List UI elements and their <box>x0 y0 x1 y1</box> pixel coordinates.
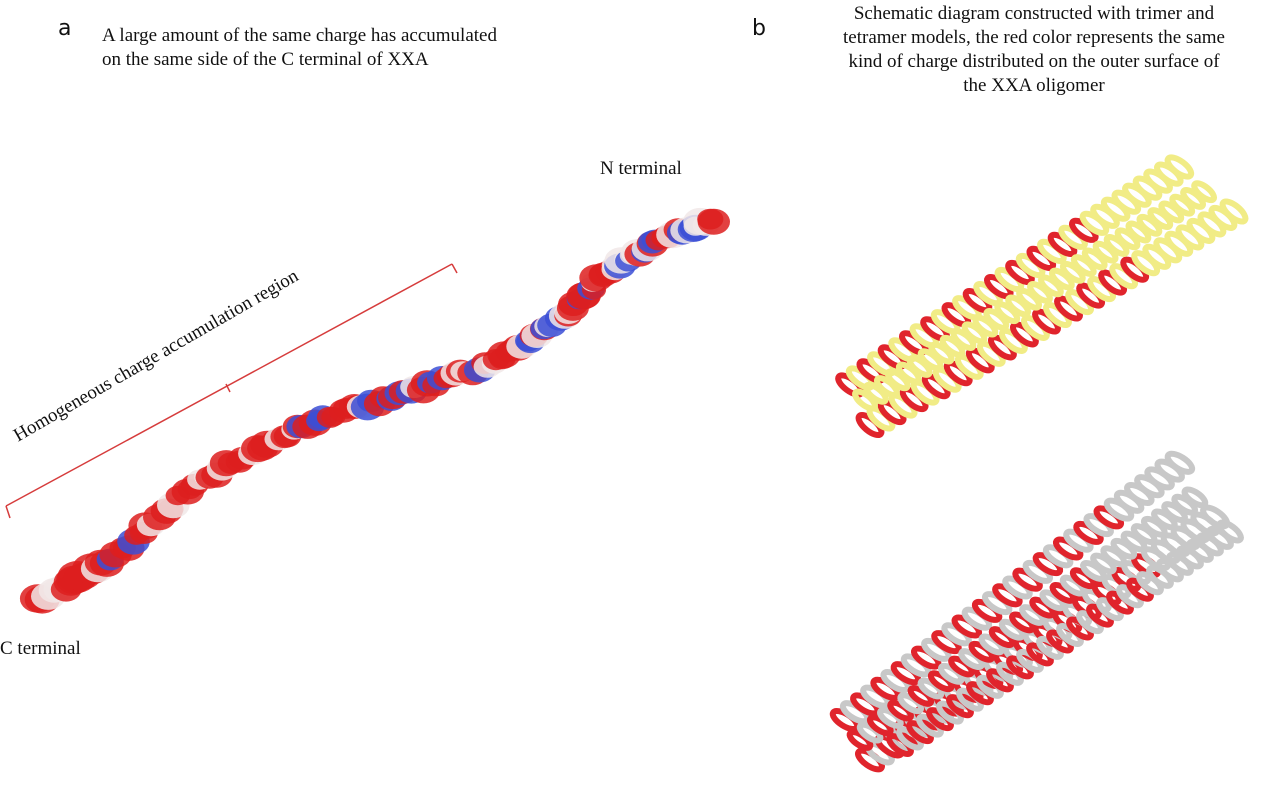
panel-a-caption-line2: on the same side of the C terminal of XX… <box>102 49 429 70</box>
tetramer-helix-turn <box>1181 486 1209 509</box>
panel-b-caption-line3: kind of charge distributed on the outer … <box>848 51 1220 72</box>
surface-patch <box>697 208 730 235</box>
panel-b-caption-line1: Schematic diagram constructed with trime… <box>853 3 1215 24</box>
tetramer-helix-turn <box>1216 519 1244 544</box>
panel-a-caption-line1: A large amount of the same charge has ac… <box>102 25 497 46</box>
panel-a-caption: A large amount of the same charge has ac… <box>102 24 622 72</box>
panel-b-letter: b <box>752 16 766 41</box>
trimer-helix-turn <box>1164 154 1195 180</box>
tetramer-helix-turn <box>1164 450 1196 475</box>
tetramer-model <box>829 450 1244 773</box>
region-bracket <box>5 263 458 519</box>
panel-b-caption-line2: tetramer models, the red color represent… <box>843 27 1225 48</box>
n-terminal-label: N terminal <box>600 158 682 179</box>
c-terminal-label: C terminal <box>0 638 81 659</box>
trimer-helix-turn <box>1219 198 1249 225</box>
trimer-helix-turn <box>1191 180 1218 204</box>
protein-surface-strand <box>19 207 730 614</box>
panel-a-letter: a <box>58 16 72 41</box>
panel-b-caption: Schematic diagram constructed with trime… <box>800 2 1268 98</box>
trimer-model <box>835 154 1249 439</box>
panel-b-caption-line4: the XXA oligomer <box>963 75 1105 96</box>
